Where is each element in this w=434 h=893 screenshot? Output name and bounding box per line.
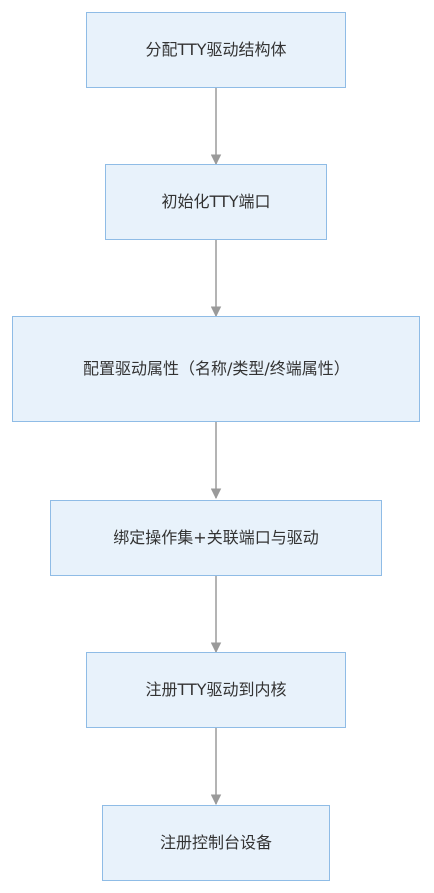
step-label: 注册控制台设备 bbox=[159, 833, 272, 852]
step-allocate-tty-driver: 分配TTY驱动结构体 bbox=[86, 12, 346, 88]
step-label: 配置驱动属性（名称/类型/终端属性） bbox=[83, 359, 350, 378]
step-bind-ops-link-port: 绑定操作集+关联端口与驱动 bbox=[50, 500, 382, 576]
step-configure-driver-attributes: 配置驱动属性（名称/类型/终端属性） bbox=[12, 316, 420, 422]
step-register-console-device: 注册控制台设备 bbox=[102, 805, 330, 881]
step-register-tty-driver: 注册TTY驱动到内核 bbox=[86, 652, 346, 728]
step-label: 绑定操作集+关联端口与驱动 bbox=[113, 528, 319, 547]
step-label: 初始化TTY端口 bbox=[161, 192, 271, 211]
step-label: 分配TTY驱动结构体 bbox=[145, 40, 287, 59]
step-init-tty-port: 初始化TTY端口 bbox=[105, 164, 327, 240]
step-label: 注册TTY驱动到内核 bbox=[145, 680, 287, 699]
